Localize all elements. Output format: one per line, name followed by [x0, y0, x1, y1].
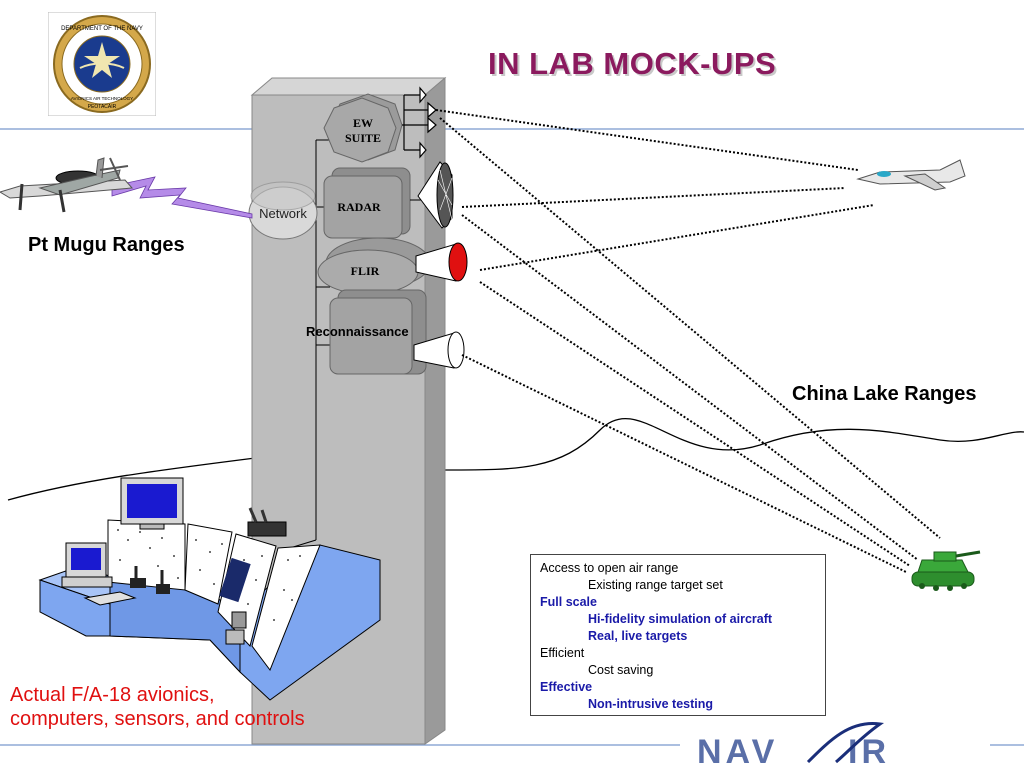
benefit-item: Efficient [540, 646, 585, 660]
benefit-item: Real, live targets [588, 629, 688, 643]
seal-text-bottom: PEOTACAIR [88, 104, 117, 110]
benefit-item: Cost saving [588, 663, 654, 677]
ew-suite-label: EW SUITE [330, 116, 396, 146]
lightning-icon [111, 176, 253, 219]
fighter-jet-icon [856, 159, 966, 191]
avionics-caption: Actual F/A-18 avionics, computers, senso… [10, 683, 390, 731]
china-lake-ranges-label: China Lake Ranges [792, 383, 977, 405]
benefit-item: Existing range target set [588, 578, 723, 592]
benefit-item: Non-intrusive testing [588, 697, 714, 711]
ew-suite-module [323, 93, 403, 163]
benefit-item: Full scale [540, 595, 597, 609]
antenna-icon [402, 86, 437, 159]
ew-label-line2: SUITE [344, 131, 382, 145]
page-title: IN LAB MOCK-UPS [488, 46, 777, 81]
tank-icon [911, 550, 981, 591]
pt-mugu-ranges-label: Pt Mugu Ranges [28, 234, 185, 256]
radar-module [323, 167, 411, 239]
sight-lines [435, 109, 941, 573]
e2-aircraft-icon [0, 157, 134, 213]
radar-label: RADAR [337, 200, 381, 214]
avionics-caption-line2: computers, sensors, and controls [10, 708, 305, 730]
joystick-icon [130, 507, 287, 645]
benefit-item: Hi-fidelity simulation of aircraft [588, 612, 773, 626]
benefit-item: Access to open air range [540, 561, 679, 575]
ew-label-line1: EW [352, 116, 373, 130]
recon-module [329, 289, 427, 375]
avionics-caption-line1: Actual F/A-18 avionics, [10, 684, 215, 706]
monitor-icon [61, 477, 184, 588]
recon-camera-icon [413, 331, 465, 369]
reconnaissance-label: Reconnaissance [306, 324, 409, 339]
flir-label: FLIR [350, 264, 380, 278]
seal-text-top: DEPARTMENT OF THE NAVY [61, 26, 143, 32]
benefit-item: Effective [540, 680, 593, 694]
terrain-line-left [7, 457, 256, 501]
radar-dish-icon [410, 161, 454, 229]
navy-seal-icon: DEPARTMENT OF THE NAVY AVIONICS AIR TECH… [48, 12, 156, 116]
seal-text-inner: AVIONICS AIR TECHNOLOGY [71, 96, 133, 101]
flir-sensor-icon [415, 242, 468, 282]
terrain-line-right [444, 418, 1024, 471]
network-label: Network [259, 206, 307, 221]
